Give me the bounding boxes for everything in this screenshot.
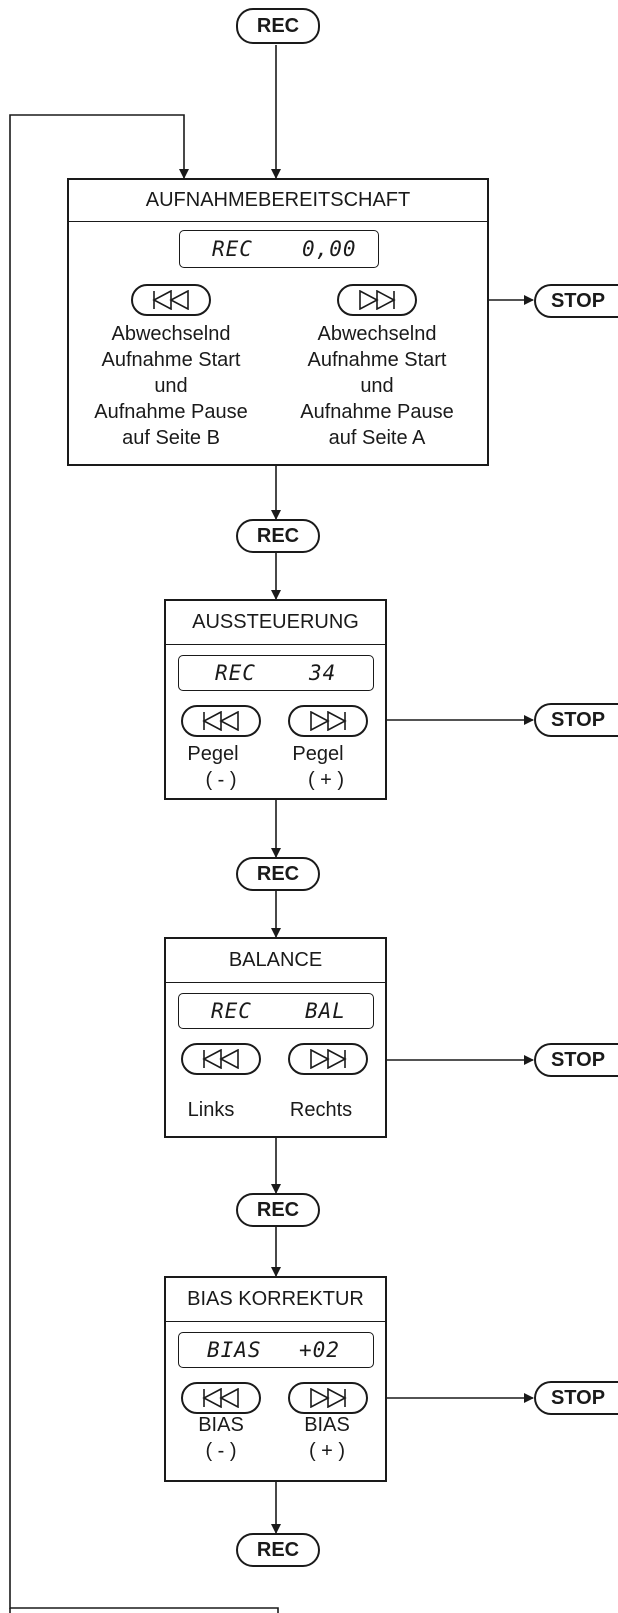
skip-forward-icon xyxy=(359,290,396,310)
stop-button-2[interactable]: STOP xyxy=(534,703,618,737)
display-right-value: BAL xyxy=(305,999,346,1023)
lcd-display: REC BAL xyxy=(178,993,374,1029)
lcd-display: REC 0,00 xyxy=(179,230,379,268)
rec-button-4[interactable]: REC xyxy=(236,1193,320,1227)
left-description: Pegel( - ) xyxy=(187,743,239,791)
display-right-value: +02 xyxy=(299,1338,340,1362)
skip-forward-button[interactable] xyxy=(288,705,368,737)
skip-forward-button[interactable] xyxy=(337,284,417,316)
rec-button-5[interactable]: REC xyxy=(236,1533,320,1567)
display-left-value: BIAS xyxy=(207,1338,262,1362)
left-description: Links xyxy=(187,1099,235,1121)
step-box-bias-korrektur: BIAS KORREKTUR BIAS +02 BIAS( - ) BIAS( … xyxy=(164,1276,387,1482)
skip-back-button[interactable] xyxy=(181,1382,261,1414)
rec-button-top[interactable]: REC xyxy=(236,8,320,44)
skip-forward-button[interactable] xyxy=(288,1043,368,1075)
skip-back-button[interactable] xyxy=(181,1043,261,1075)
display-right-value: 34 xyxy=(309,661,337,685)
stop-button-3[interactable]: STOP xyxy=(534,1043,618,1077)
stop-button-1[interactable]: STOP xyxy=(534,284,618,318)
step-title: BALANCE xyxy=(166,939,385,983)
skip-forward-button[interactable] xyxy=(288,1382,368,1414)
skip-back-icon xyxy=(152,290,189,310)
lcd-display: BIAS +02 xyxy=(178,1332,374,1368)
step-box-aufnahmebereitschaft: AUFNAHMEBEREITSCHAFT REC 0,00 Abwechseln… xyxy=(67,178,489,466)
skip-back-button[interactable] xyxy=(181,705,261,737)
feedback-loop-line xyxy=(9,114,279,1613)
step-box-balance: BALANCE REC BAL Links Rechts xyxy=(164,937,387,1138)
display-left-value: REC xyxy=(211,999,252,1023)
right-description: Rechts xyxy=(289,1099,353,1121)
step-title: AUFNAHMEBEREITSCHAFT xyxy=(69,180,487,222)
step-title: BIAS KORREKTUR xyxy=(166,1278,385,1322)
skip-forward-icon xyxy=(310,1049,347,1069)
right-description: Pegel( + ) xyxy=(292,743,345,791)
step-title: AUSSTEUERUNG xyxy=(166,601,385,645)
skip-back-icon xyxy=(202,1049,239,1069)
display-left-value: REC xyxy=(212,237,253,261)
display-left-value: REC xyxy=(215,661,256,685)
stop-button-4[interactable]: STOP xyxy=(534,1381,618,1415)
right-description: BIAS( + ) xyxy=(304,1414,350,1462)
skip-back-button[interactable] xyxy=(131,284,211,316)
skip-forward-icon xyxy=(310,711,347,731)
skip-back-icon xyxy=(202,711,239,731)
left-description: BIAS( - ) xyxy=(198,1414,244,1462)
lcd-display: REC 34 xyxy=(178,655,374,691)
rec-button-2[interactable]: REC xyxy=(236,519,320,553)
rec-button-3[interactable]: REC xyxy=(236,857,320,891)
display-right-value: 0,00 xyxy=(302,237,357,261)
step-box-aussteuerung: AUSSTEUERUNG REC 34 Pegel( - ) Pegel( + … xyxy=(164,599,387,800)
skip-forward-icon xyxy=(310,1388,347,1408)
skip-back-icon xyxy=(202,1388,239,1408)
